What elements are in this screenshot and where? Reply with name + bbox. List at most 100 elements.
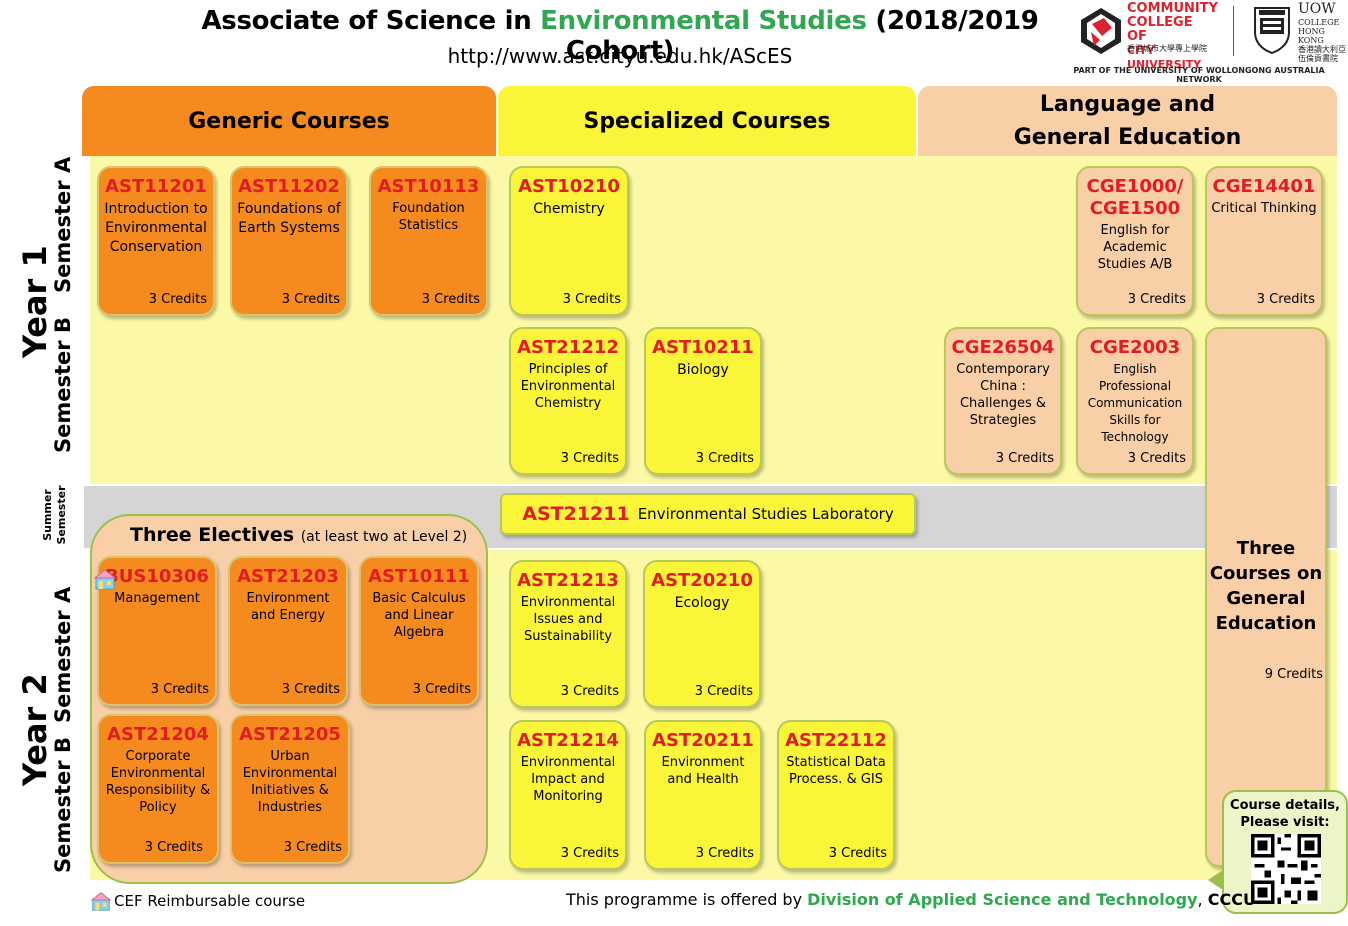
title-highlight: Environmental Studies [540, 6, 867, 36]
header-language-line2: General Education [1013, 125, 1242, 150]
offered-by-text: This programme is offered by Division of… [566, 890, 1256, 909]
header-generic-courses: Generic Courses [82, 86, 496, 156]
college-abbrev: CCCU [1207, 890, 1256, 909]
uow-crest-icon [1254, 7, 1290, 54]
course-code: AST21203 [237, 566, 339, 587]
course-credits: 3 Credits [421, 292, 480, 307]
course-credits: 3 Credits [560, 684, 619, 699]
course-name-line: China : [980, 379, 1026, 394]
course-card-ast20211[interactable]: AST20211 Environment and Health 3 Credit… [644, 720, 762, 870]
course-name-line: Environmental [110, 766, 206, 781]
course-code: AST11201 [105, 176, 207, 197]
course-name: Environmental Studies Laboratory [637, 505, 894, 523]
ge-line1: Three [1236, 538, 1296, 559]
course-name-line: Issues and [533, 612, 603, 627]
course-card-ast10211[interactable]: AST10211 Biology 3 Credits [644, 327, 762, 475]
title-suffix: (2018/2019 Cohort) [565, 6, 1039, 66]
qr-code-icon[interactable] [1251, 834, 1321, 904]
course-card-ast10113[interactable]: AST10113 Foundation Statistics 3 Credits [369, 166, 488, 316]
course-details-text: Course details, Please visit: [1222, 797, 1348, 831]
year2-label: Year 2 [16, 673, 54, 786]
ge-line4: Education [1215, 613, 1317, 634]
year1-label: Year 1 [16, 245, 54, 358]
ge-line3: General [1226, 588, 1306, 609]
cccu-name-line1: COMMUNITY [1127, 1, 1219, 16]
course-name-line: Biology [677, 362, 729, 378]
course-code: CGE26504 [951, 337, 1055, 358]
course-name-line: Policy [139, 800, 177, 815]
course-code: AST11202 [238, 176, 340, 197]
y2-semester-a-label: Semester A [51, 586, 75, 723]
cef-legend-text: CEF Reimbursable course [114, 892, 306, 910]
course-credits: 3 Credits [148, 292, 207, 307]
course-card-ast11202[interactable]: AST11202 Foundations of Earth Systems 3 … [230, 166, 348, 316]
course-name-line: Critical Thinking [1211, 201, 1317, 216]
summer-label-line1: Summer [41, 489, 54, 541]
course-name-line: Environmental [520, 379, 616, 394]
uow-subtitle: COLLEGE HONG KONG 香港讀大利亞 伍倫貢書院 [1298, 18, 1348, 63]
offered-prefix: This programme is offered by [566, 890, 808, 909]
course-card-bus10306[interactable]: BUS10306 Management 3 Credits [97, 556, 217, 706]
course-code: AST10211 [652, 337, 754, 358]
course-name-line: Environment [661, 755, 745, 770]
page-title: Associate of Science in Environmental St… [150, 6, 1090, 66]
course-credits: 3 Credits [560, 846, 619, 861]
course-name-line: Strategies [969, 413, 1037, 428]
course-card-ast21213[interactable]: AST21213 Environmental Issues and Sustai… [509, 560, 627, 708]
course-card-ast21203[interactable]: AST21203 Environment and Energy 3 Credit… [228, 556, 348, 706]
course-name-line: Statistics [398, 218, 459, 233]
cef-reimbursable-icon [93, 569, 117, 590]
course-card-ast21205[interactable]: AST21205 Urban Environmental Initiatives… [230, 714, 350, 864]
bubble-tail [1208, 868, 1226, 892]
course-credits: 3 Credits [412, 682, 471, 697]
course-credits: 3 Credits [281, 682, 340, 697]
course-card-ast10210[interactable]: AST10210 Chemistry 3 Credits [509, 166, 629, 316]
course-credits: 3 Credits [560, 451, 619, 466]
course-card-ast21211[interactable]: AST21211 Environmental Studies Laborator… [500, 493, 916, 535]
course-name-line: Statistical Data [786, 755, 886, 770]
course-credits: 3 Credits [281, 292, 340, 307]
course-name-line: Basic Calculus [372, 591, 466, 606]
course-code-alt: CGE1500 [1089, 198, 1181, 219]
course-name-line: Monitoring [533, 789, 603, 804]
course-card-ast20210[interactable]: AST20210 Ecology 3 Credits [643, 560, 761, 708]
course-credits: 3 Credits [695, 846, 754, 861]
course-credits: 3 Credits [1127, 451, 1186, 466]
course-name-line: Chemistry [533, 201, 605, 217]
course-card-cge2003[interactable]: CGE2003 English Professional Communicati… [1076, 327, 1194, 475]
course-name-line: Algebra [393, 625, 445, 640]
course-name-line: Ecology [674, 595, 730, 611]
summer-label-line2: Semester [55, 485, 68, 545]
course-card-ast22112[interactable]: AST22112 Statistical Data Process. & GIS… [777, 720, 895, 870]
course-name-line: Foundation [392, 201, 465, 216]
uow-sub-line4: 伍倫貢書院 [1298, 54, 1338, 63]
course-name-line: and Energy [250, 608, 326, 623]
electives-title: Three Electives (at least two at Level 2… [130, 524, 467, 546]
course-code: BUS10306 [105, 566, 209, 587]
course-name-line: Urban [270, 749, 310, 764]
course-credits: 3 Credits [283, 840, 342, 855]
course-card-ast21212[interactable]: AST21212 Principles of Environmental Che… [509, 327, 627, 475]
course-credits: 3 Credits [995, 451, 1054, 466]
programme-url[interactable]: http://www.ast.cityu.edu.hk/AScES [447, 44, 793, 68]
course-credits: 3 Credits [828, 846, 887, 861]
uow-sub-line2: HONG KONG [1298, 27, 1325, 45]
course-code: AST10111 [368, 566, 470, 587]
course-card-cge1000[interactable]: CGE1000/ CGE1500 English for Academic St… [1076, 166, 1194, 316]
course-card-cge14401[interactable]: CGE14401 Critical Thinking 3 Credits [1205, 166, 1323, 316]
y1-semester-b-label: Semester B [51, 317, 75, 453]
general-education-credits: 9 Credits [1264, 667, 1323, 682]
cccu-name-line2: COLLEGE OF [1127, 15, 1193, 44]
course-name-line: Technology [1101, 430, 1169, 444]
course-card-ast10111[interactable]: AST10111 Basic Calculus and Linear Algeb… [359, 556, 479, 706]
course-card-cge26504[interactable]: CGE26504 Contemporary China : Challenges… [944, 327, 1062, 475]
course-card-ast21214[interactable]: AST21214 Environmental Impact and Monito… [509, 720, 627, 870]
course-name-line: English for [1100, 223, 1170, 238]
course-name-line: and Linear [384, 608, 454, 623]
course-card-ast21204[interactable]: AST21204 Corporate Environmental Respons… [97, 714, 219, 864]
electives-title-text: Three Electives [130, 524, 295, 546]
course-card-ast11201[interactable]: AST11201 Introduction to Environmental C… [97, 166, 215, 316]
cccu-name: COMMUNITY COLLEGE OF CITY UNIVERSITY [1127, 1, 1219, 72]
general-education-block[interactable] [1205, 327, 1327, 867]
